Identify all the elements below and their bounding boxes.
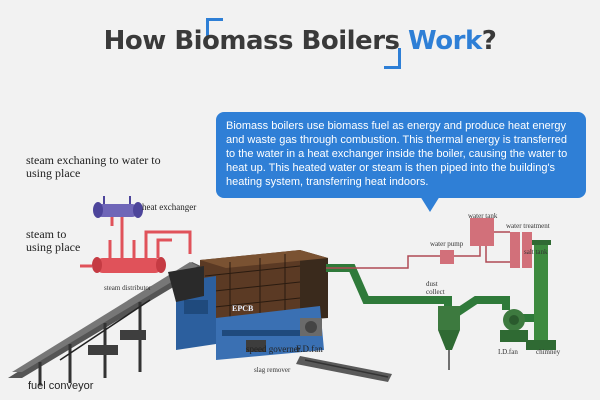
slag-remover bbox=[296, 356, 392, 382]
water-treatment-system bbox=[326, 218, 532, 269]
boiler-body bbox=[176, 250, 328, 360]
fuel-conveyor bbox=[8, 262, 205, 385]
id-fan bbox=[500, 309, 528, 342]
label-brand: EPCB bbox=[232, 304, 254, 313]
label-speed-governer: speed governer bbox=[246, 344, 301, 354]
label-chimney: chimney bbox=[536, 348, 561, 356]
label-heat-exchanger: heat exchanger bbox=[142, 202, 197, 212]
fuel-hopper bbox=[168, 266, 204, 302]
label-salt-tank: salt tank bbox=[524, 248, 548, 256]
label-water-tank: water tank bbox=[468, 212, 498, 220]
label-fuel-conveyor: fuel conveyor bbox=[28, 380, 94, 392]
title-bracket-left bbox=[206, 18, 223, 39]
description-text: Biomass boilers use biomass fuel as ener… bbox=[226, 120, 568, 188]
label-id-fan: I.D.fan bbox=[498, 348, 518, 356]
label-water-pump: water pump bbox=[430, 240, 464, 248]
steam-distributor bbox=[92, 257, 166, 273]
title-accent: Work bbox=[408, 26, 482, 56]
label-fd-fan: F.D.fan bbox=[296, 344, 323, 354]
label-steam-distributor: steam distributor bbox=[104, 284, 152, 292]
label-steam-exchanging: steam exchaning to water to using place bbox=[26, 153, 161, 180]
steam-pipes bbox=[80, 217, 192, 268]
description-bubble: Biomass boilers use biomass fuel as ener… bbox=[216, 112, 586, 198]
title-bracket-right bbox=[384, 48, 401, 69]
label-slag-remover: slag remover bbox=[254, 366, 291, 374]
chimney bbox=[526, 240, 556, 350]
page-title: How Biomass Boilers Work? bbox=[103, 26, 497, 56]
bubble-tail bbox=[420, 196, 440, 212]
heat-exchanger bbox=[93, 196, 143, 218]
dust-collector bbox=[438, 306, 460, 370]
label-water-treatment: water treatment bbox=[506, 222, 550, 230]
label-steam-using: steam to using place bbox=[26, 227, 81, 254]
label-dust-collect: dust collect bbox=[426, 280, 445, 296]
